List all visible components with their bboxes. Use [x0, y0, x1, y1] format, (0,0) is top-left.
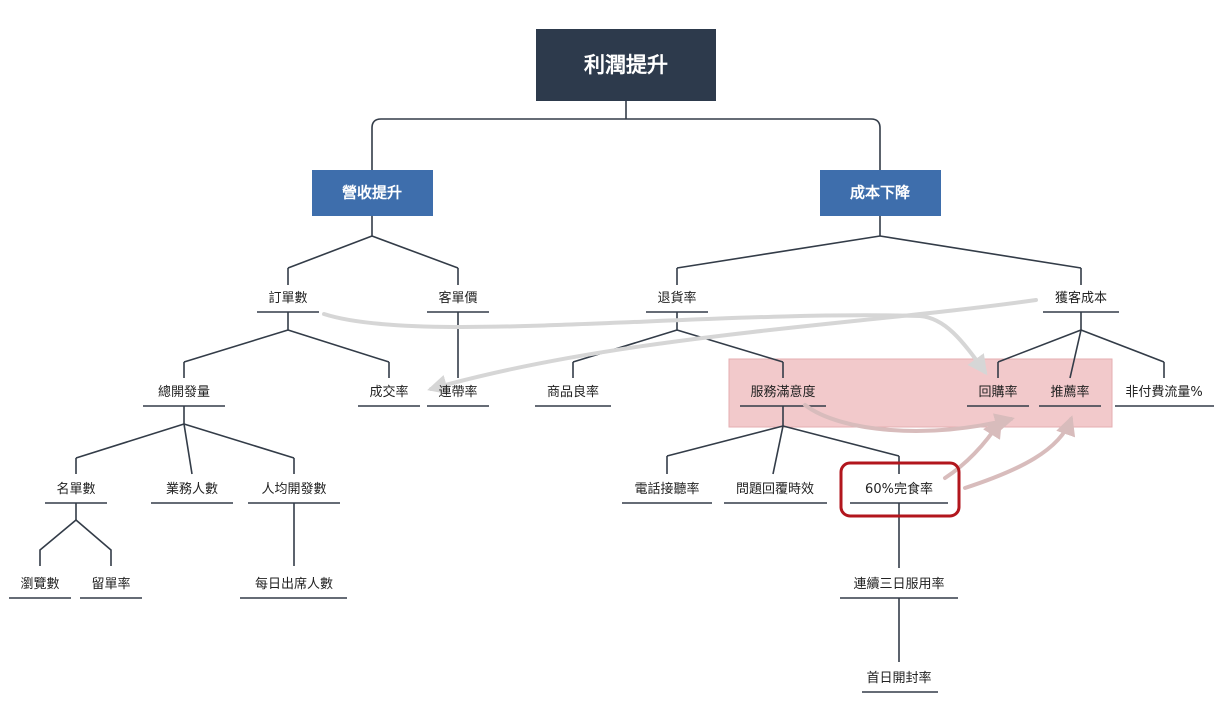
node-views[interactable]: 瀏覽數 — [20, 577, 59, 592]
node-orders[interactable]: 訂單數 — [268, 290, 307, 306]
node-leads[interactable]: 名單數 — [56, 481, 95, 497]
node-return-rate[interactable]: 退貨率 — [657, 290, 696, 306]
node-signup[interactable]: 留單率 — [91, 576, 130, 592]
node-repurchase[interactable]: 回購率 — [978, 384, 1017, 400]
node-service-sat[interactable]: 服務滿意度 — [750, 384, 815, 400]
cost-node-box[interactable] — [820, 170, 941, 216]
node-call-answer[interactable]: 電話接聽率 — [634, 481, 699, 497]
node-conversion[interactable]: 成交率 — [369, 384, 408, 400]
arrow-cac-to-conversion — [427, 298, 1038, 395]
node-aov[interactable]: 客單價 — [438, 290, 477, 306]
arrow-finish-to-repurchase — [943, 417, 1003, 480]
node-dev-per-person[interactable]: 人均開發數 — [261, 482, 326, 497]
root-node-box[interactable] — [536, 29, 716, 101]
node-labels: 訂單數 客單價 退貨率 獲客成本 總開發量 成交率 連帶率 商品良率 服務滿意度… — [20, 290, 1202, 686]
node-total-dev[interactable]: 總開發量 — [158, 384, 210, 400]
relationship-arrows — [322, 298, 1076, 490]
node-three-day[interactable]: 連續三日服用率 — [853, 576, 944, 592]
revenue-node-box[interactable] — [312, 170, 433, 216]
emphasis-circle — [839, 461, 961, 518]
arrow-orders-to-repurchase — [322, 312, 988, 376]
node-organic[interactable]: 非付費流量% — [1125, 385, 1202, 400]
node-first-open[interactable]: 首日開封率 — [866, 670, 931, 686]
highlight-group-box — [728, 358, 1113, 428]
cost-node-label: 成本下降 — [850, 184, 911, 202]
node-referral[interactable]: 推薦率 — [1050, 384, 1089, 400]
node-attendance[interactable]: 每日出席人數 — [255, 576, 333, 592]
revenue-node-label: 營收提升 — [342, 184, 402, 202]
arrow-service-to-repurchase — [803, 403, 1015, 433]
node-product-quality[interactable]: 商品良率 — [547, 384, 599, 400]
node-reply-time[interactable]: 問題回覆時效 — [736, 482, 814, 497]
root-node-label: 利潤提升 — [584, 53, 668, 77]
node-sales-staff[interactable]: 業務人數 — [166, 481, 218, 497]
arrow-finish-to-referral — [963, 415, 1076, 490]
node-cac[interactable]: 獲客成本 — [1055, 290, 1107, 306]
node-finish-rate[interactable]: 60%完食率 — [865, 481, 933, 497]
node-attach[interactable]: 連帶率 — [438, 384, 477, 400]
